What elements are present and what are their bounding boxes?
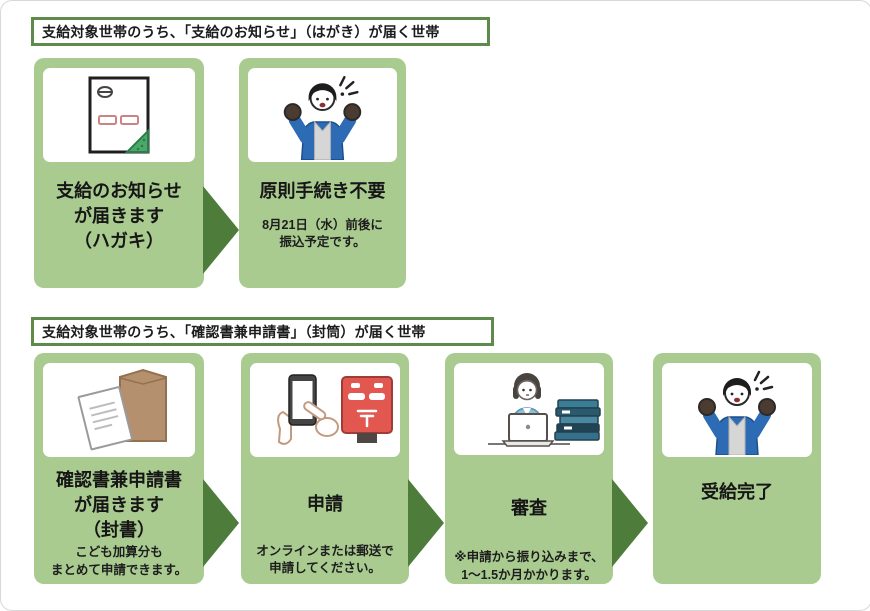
card-title: 支給のお知らせ が届きます （ハガキ） (56, 181, 182, 251)
card-title: 申請 (307, 494, 343, 514)
card-title: 審査 (511, 498, 547, 519)
postcard-icon (88, 76, 150, 154)
card-form-arrives: 確認書兼申請書 が届きます （封書） こども加算分も まとめて申請できます。 (34, 353, 204, 584)
card-icon-box (43, 363, 195, 457)
phone-postbox-icon (277, 374, 393, 445)
card-note: オンラインまたは郵送で 申請してください。 (256, 543, 394, 576)
flow-arrow-icon (203, 479, 239, 567)
card-icon-box (454, 363, 604, 456)
cheering-person-icon (283, 76, 362, 160)
flow-arrow-icon (203, 186, 239, 274)
card-note: こども加算分も まとめて申請できます。 (50, 545, 188, 577)
card-apply: 申請 オンラインまたは郵送で 申請してください。 (241, 353, 409, 584)
card-title: 受給完了 (701, 482, 773, 502)
card-icon-box (662, 363, 812, 457)
card-payment-complete: 受給完了 (653, 353, 821, 584)
envelope-documents-icon (77, 368, 167, 451)
card-icon-box (250, 363, 400, 457)
card-title: 原則手続き不要 (259, 181, 386, 201)
card-note: 8月21日（水）前後に 振込予定です。 (262, 217, 383, 250)
card-icon-box (248, 68, 397, 162)
cheering-person-icon (698, 370, 776, 455)
card-notice-arrives: 支給のお知らせ が届きます （ハガキ） (34, 58, 204, 288)
examiner-books-icon (488, 373, 601, 447)
flow-arrow-icon (408, 479, 444, 567)
flow-arrow-icon (612, 479, 648, 567)
card-title: 確認書兼申請書 が届きます （封書） (56, 470, 182, 540)
card-note: ※申請から振り込みまで、 1〜1.5か月かかります。 (454, 550, 604, 582)
card-icon-box (43, 68, 195, 162)
section-2-header: 支給対象世帯のうち、「確認書兼申請書」（封筒）が届く世帯 (31, 317, 494, 346)
card-no-procedure: 原則手続き不要 8月21日（水）前後に 振込予定です。 (239, 58, 406, 288)
card-review: 審査 ※申請から振り込みまで、 1〜1.5か月かかります。 (445, 353, 613, 584)
section-1-header: 支給対象世帯のうち、「支給のお知らせ」（はがき）が届く世帯 (31, 17, 490, 46)
